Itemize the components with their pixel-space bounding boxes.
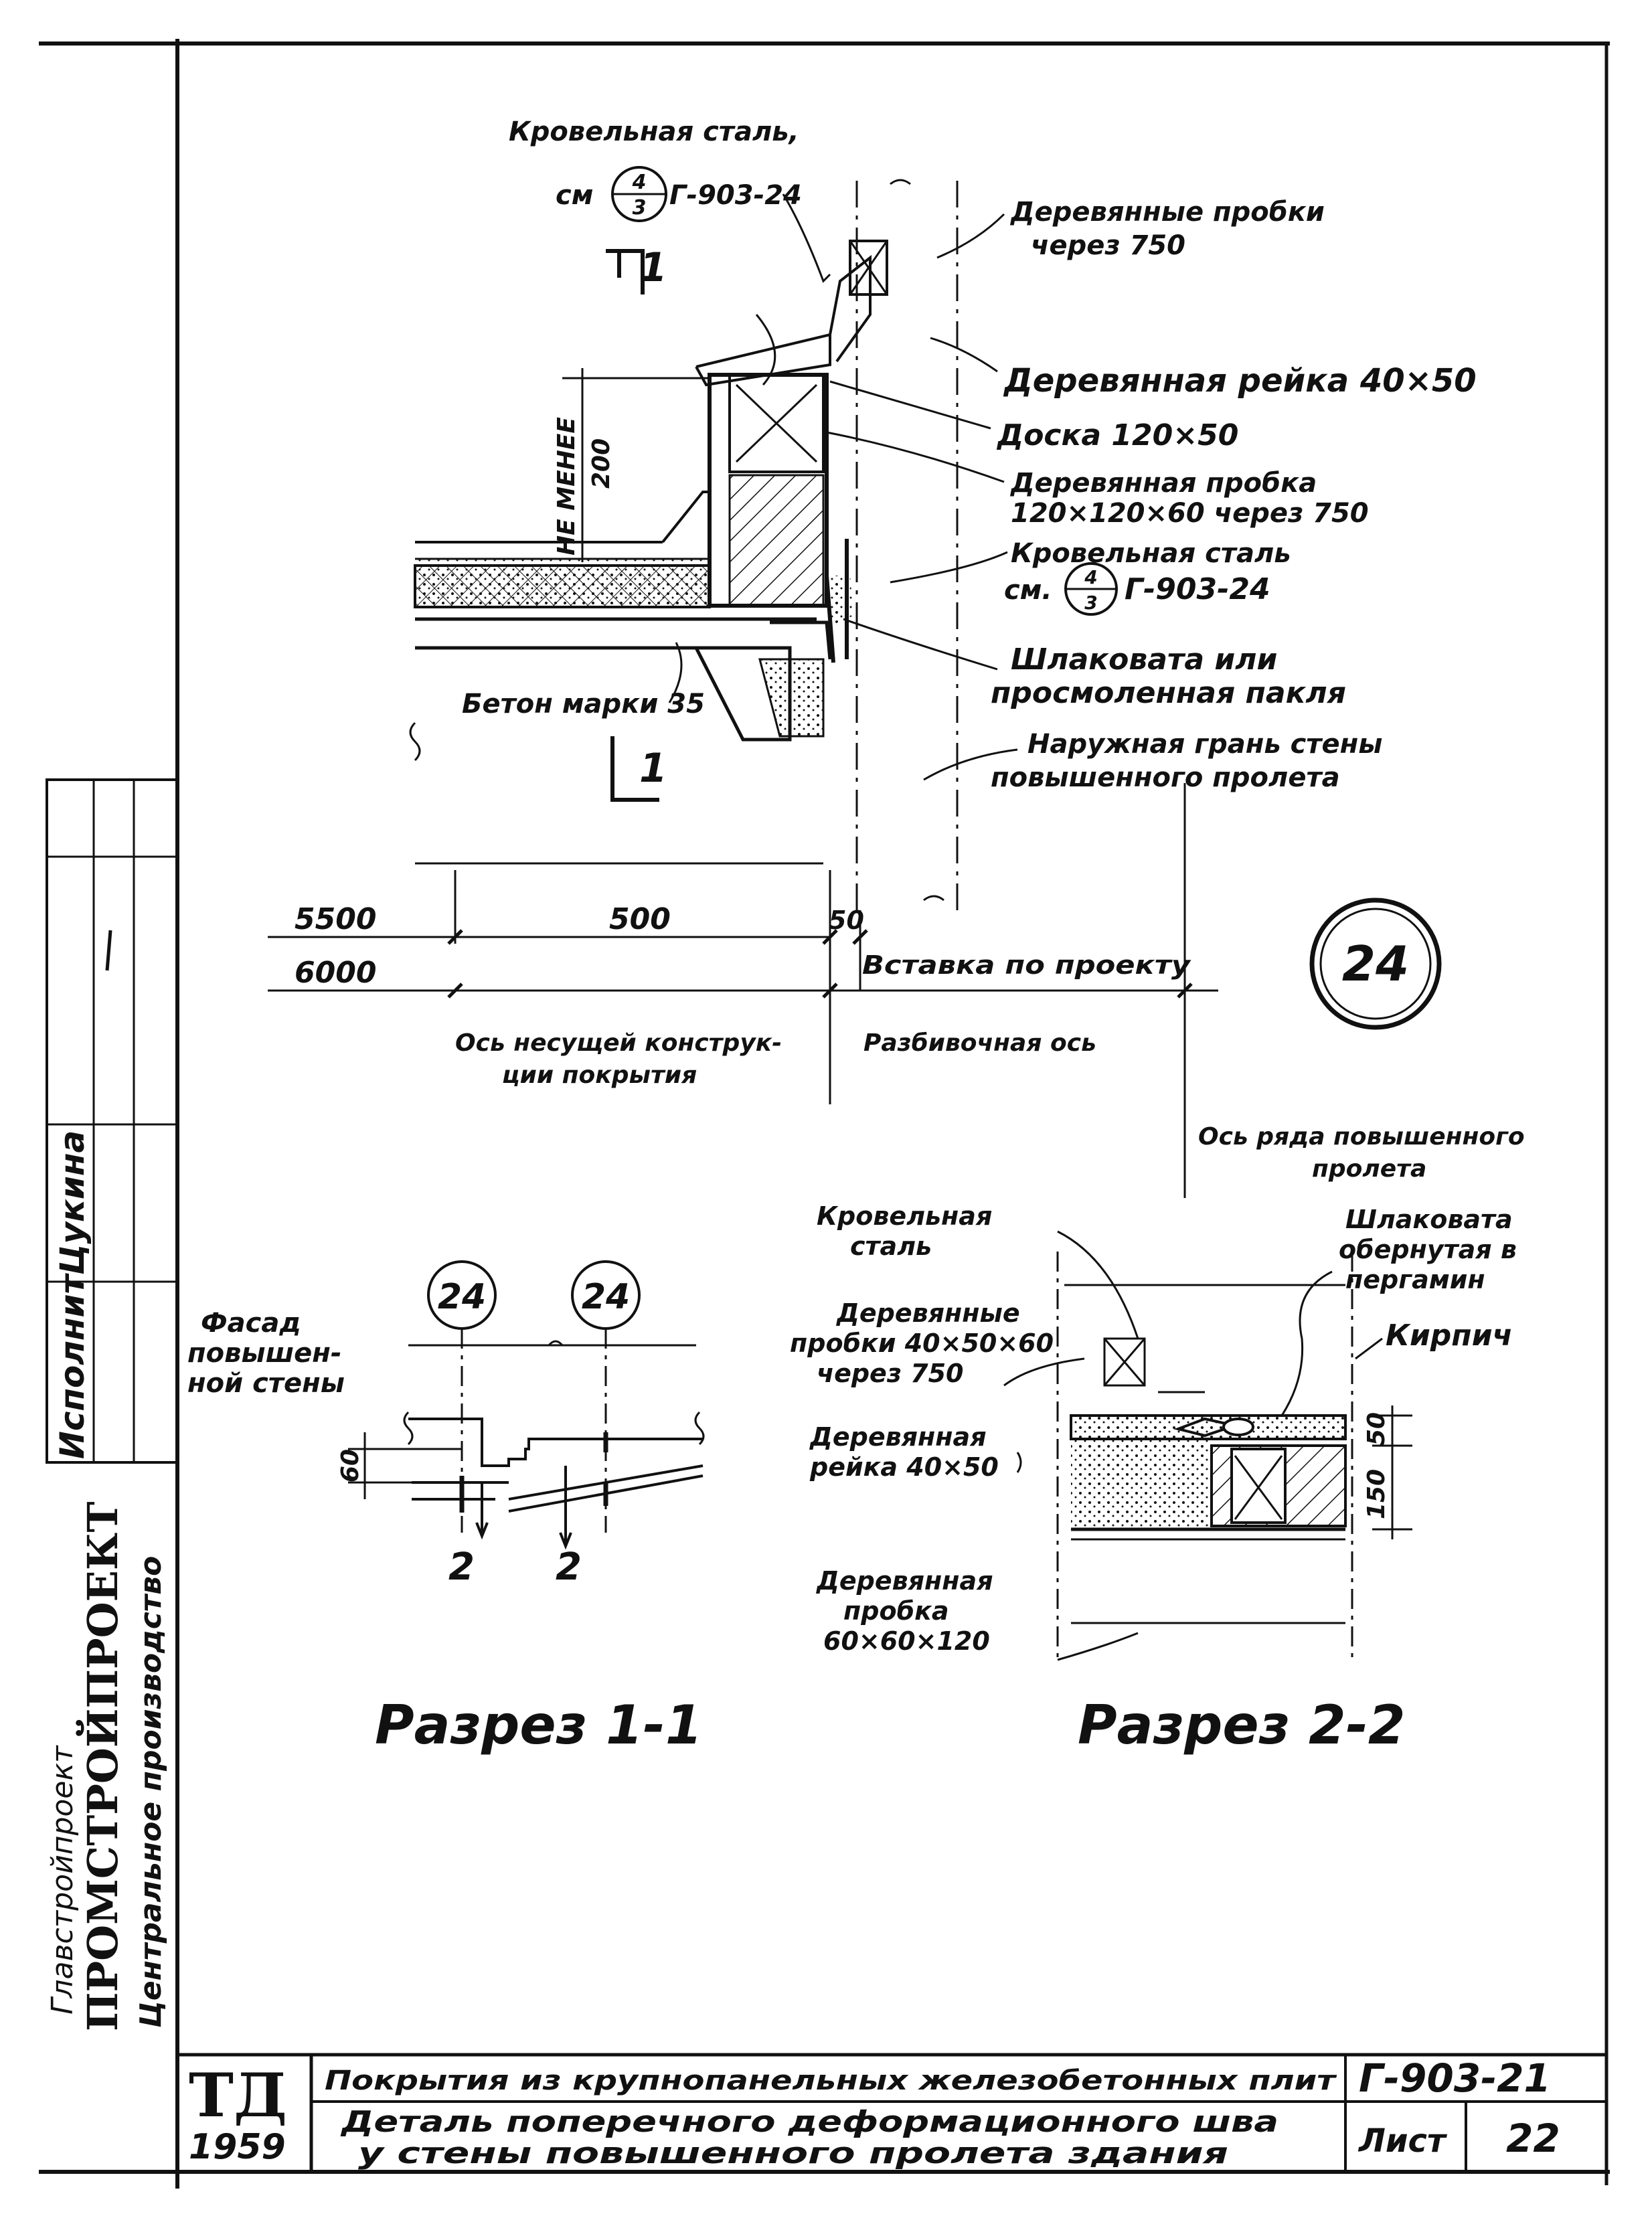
stamp-org-small: Главстройпроект [46, 1745, 80, 2015]
axis-support-label: Ось несущей конструк- ции покрытия [455, 1029, 791, 1089]
ref-numerator: 4 [1084, 566, 1097, 588]
note-ref-code-1: Г-903-24 [669, 180, 802, 211]
section-1-dim-60: 60 [337, 1449, 364, 1482]
section-1-cut-2-right: 2 [556, 1545, 582, 1589]
section-1-cut-2-left: 2 [448, 1545, 475, 1589]
section-2-plugs: Деревянные пробки 40×50×60 через 750 [790, 1298, 1062, 1388]
dim-50: 50 [829, 906, 864, 935]
section-2-rail: Деревянная рейка 40×50 [809, 1422, 999, 1482]
axis-layout-label: Разбивочная ось [863, 1029, 1096, 1057]
note-roof-steel-1: Кровельная сталь, [509, 116, 799, 147]
title-line-1: Покрытия из крупнопанельных железобетонн… [325, 2065, 1337, 2096]
section-2-dim-50: 50 [1363, 1412, 1390, 1446]
note-wood-plug: Деревянная пробка 120×120×60 через 750 [1009, 468, 1369, 529]
main-detail: НЕ МЕНЕЕ 200 1 1 5500 500 50 Вставка по … [268, 116, 1533, 1198]
dim-6000: 6000 [295, 956, 376, 990]
note-outer-face: Наружная грань стены повышенного пролета [991, 729, 1392, 793]
section-1-1: 24 24 60 2 2 Фасад повышен- ной стены Ра… [187, 1260, 705, 1756]
dim-200: 200 [588, 438, 615, 489]
section-2-brick: Кирпич [1386, 1318, 1513, 1353]
note-see-1: см [556, 180, 593, 211]
ref-denominator: 3 [633, 196, 647, 220]
title-line-2b: у стены повышенного пролета здания [358, 2136, 1228, 2170]
sheet-frame [39, 39, 1610, 2189]
section-2-slag: Шлаковата обернутая в пергамин [1339, 1205, 1525, 1294]
note-roof-steel-2: Кровельная сталь [1011, 538, 1291, 569]
sheet-label: Лист [1357, 2122, 1448, 2160]
dim-not-less: НЕ МЕНЕЕ [553, 417, 580, 556]
dim-500: 500 [609, 902, 671, 936]
section-2-dim-150: 150 [1363, 1469, 1390, 1519]
note-wood-rail: Деревянная рейка 40×50 [1003, 362, 1477, 400]
reference-circle-2: 4 3 [1064, 562, 1118, 616]
section-2-title: Разрез 2-2 [1078, 1694, 1406, 1756]
ref-numerator: 4 [632, 171, 647, 194]
section-2-2: 50 150 Кровельная сталь Шлаковата оберну… [790, 1201, 1525, 1756]
detail-number: 24 [1342, 936, 1409, 992]
reference-circle-1: 4 3 [611, 166, 667, 222]
note-concrete: Бетон марки 35 [462, 689, 705, 719]
section-1-marker-right: 24 [582, 1277, 630, 1317]
sheet-number: 22 [1506, 2116, 1560, 2161]
stamp-org-name: ПРОМСТРОЙПРОЕКТ [76, 1502, 127, 2031]
axis-row-label: Ось ряда повышенного пролета [1198, 1123, 1533, 1183]
ref-denominator: 3 [1084, 592, 1097, 614]
section-2-plug: Деревянная пробка 60×60×120 [816, 1566, 1002, 1656]
insert-label: Вставка по проекту [862, 950, 1192, 980]
dim-5500: 5500 [295, 902, 376, 936]
drawing-code: Г-903-21 [1359, 2055, 1551, 2101]
note-board: Доска 120×50 [996, 418, 1238, 452]
section-1-title: Разрез 1-1 [375, 1694, 703, 1756]
section-2-roof-steel: Кровельная сталь [817, 1201, 1001, 1261]
cut-1-top-label: 1 [639, 244, 667, 291]
stamp-name: Цукина [53, 1130, 92, 1275]
drawing-year: 1959 [189, 2127, 286, 2167]
title-line-2a: Деталь поперечного деформационного шва [340, 2105, 1278, 2139]
note-wood-plugs: Деревянные пробки через 750 [1009, 197, 1334, 261]
title-block: ТД 1959 Покрытия из крупнопанельных желе… [177, 2053, 1606, 2172]
section-1-facade-label: Фасад повышен- ной стены [187, 1308, 351, 1399]
cut-1-bottom-label: 1 [639, 745, 667, 792]
side-stamp: Исполнит. Цукина Главстройпроект ПРОМСТР… [46, 778, 179, 2031]
section-1-marker-left: 24 [438, 1277, 486, 1317]
stamp-role: Исполнит. [53, 1262, 92, 1459]
logo-td: ТД [189, 2060, 287, 2131]
stamp-org-sub: Центральное производство [134, 1556, 168, 2028]
note-ref-code-2: Г-903-24 [1125, 572, 1270, 606]
note-see-2: см. [1004, 575, 1052, 606]
note-slag: Шлаковата или просмоленная пакля [991, 643, 1346, 710]
